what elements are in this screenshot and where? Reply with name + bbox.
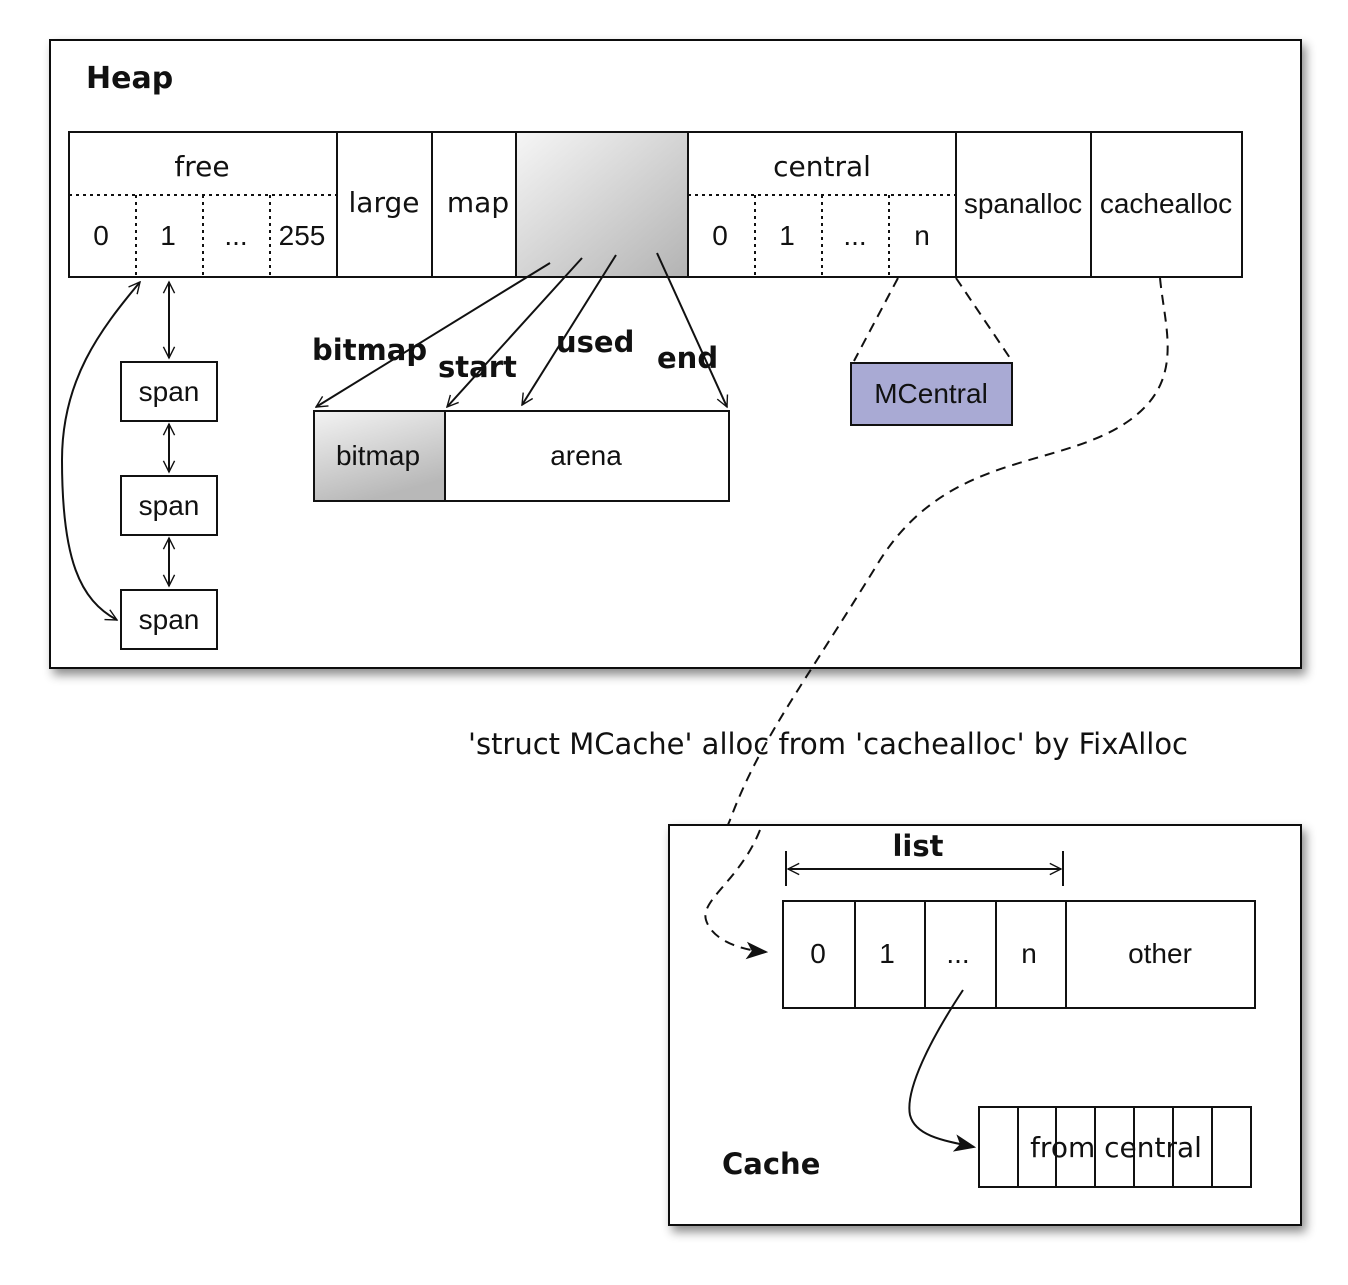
heap-title: Heap: [86, 61, 173, 96]
central-slot-n: n: [914, 220, 930, 251]
arena-block-label: arena: [550, 440, 622, 471]
cachealloc-label: cachealloc: [1100, 188, 1232, 219]
map-label: map: [447, 186, 509, 219]
mcentral-box: [850, 362, 1013, 426]
cache-panel: list 0 1 ... n other from central Cache: [668, 824, 1302, 1226]
cache-title: Cache: [722, 1147, 820, 1181]
cache-other-label: other: [1128, 938, 1192, 969]
central-slot-ellipsis: ...: [843, 220, 866, 251]
list-to-from-central-arrow: [908, 989, 977, 1152]
used-pointer-label: used: [556, 325, 634, 359]
large-label: large: [349, 186, 420, 219]
bitmap-pointer-arrow: [316, 262, 551, 408]
cache-slot-0: 0: [810, 938, 826, 969]
cachealloc-to-cache-arrow-tail: [704, 829, 769, 960]
arena-memory: bitmap arena bitmap start used end: [312, 252, 730, 502]
free-slot-1: 1: [160, 220, 176, 251]
span-1: span: [139, 376, 200, 407]
cache-slot-1: 1: [879, 938, 895, 969]
start-pointer-arrow: [447, 257, 583, 407]
mcentral-label: MCentral: [874, 378, 988, 409]
start-pointer-label: start: [438, 350, 517, 384]
free-slot-ellipsis: ...: [224, 220, 247, 251]
free-slot-0: 0: [93, 220, 109, 251]
arena-header-block: [515, 131, 689, 278]
free-label: free: [174, 150, 229, 183]
central-label: central: [773, 150, 871, 183]
cache-slot-n: n: [1021, 938, 1037, 969]
cachealloc-block: cachealloc: [1090, 131, 1243, 278]
central-slot-0: 0: [712, 220, 728, 251]
spanalloc-label: spanalloc: [964, 188, 1082, 219]
span-3: span: [139, 604, 200, 635]
heap-panel: Heap free 0 1 ... 255 large map cen: [49, 39, 1302, 669]
end-pointer-arrow: [656, 252, 727, 407]
bitmap-pointer-label: bitmap: [312, 333, 427, 367]
span-2: span: [139, 490, 200, 521]
list-label: list: [892, 829, 943, 863]
central-block: central 0 1 ... n: [687, 131, 957, 278]
cachealloc-to-cache-arrow: [706, 277, 1169, 955]
cache-list: 0 1 ... n other: [782, 900, 1256, 1009]
used-pointer-arrow: [521, 254, 617, 405]
cache-slot-ellipsis: ...: [946, 938, 969, 969]
from-central-label: from central: [1030, 1131, 1202, 1164]
link-arrow-tail-head: [60, 282, 140, 621]
free-slot-255: 255: [279, 220, 326, 251]
central-slot-1: 1: [779, 220, 795, 251]
bitmap-block-label: bitmap: [336, 440, 420, 471]
fixalloc-caption: 'struct MCache' alloc from 'cachealloc' …: [468, 727, 1188, 761]
from-central-list: from central: [978, 1106, 1252, 1188]
free-block: free 0 1 ... 255: [68, 131, 338, 278]
large-block: large: [336, 131, 433, 278]
span-list: span span span: [60, 282, 218, 650]
end-pointer-label: end: [657, 341, 718, 375]
mcentral: MCentral: [850, 277, 1013, 426]
